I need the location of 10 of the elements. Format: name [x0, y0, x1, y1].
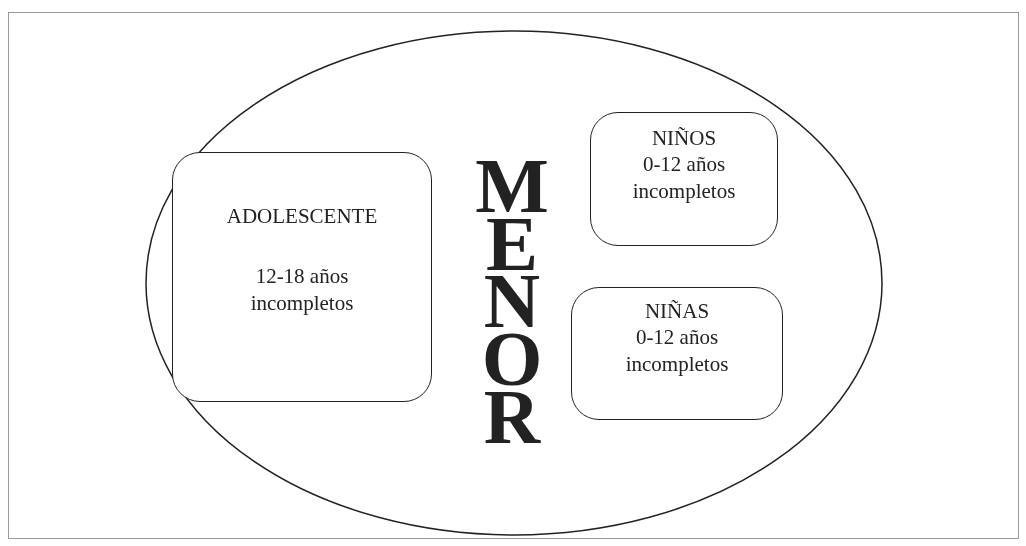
- age-range-text: 12-18 años incompletos: [249, 263, 355, 316]
- vertical-title: MENOR: [474, 157, 550, 446]
- rounded-box: [172, 152, 432, 402]
- age-range-text: 0-12 años incompletos: [624, 324, 730, 377]
- box-heading: ADOLESCENTE: [226, 203, 378, 230]
- box-heading: NIÑOS: [651, 125, 717, 152]
- age-range-text: 0-12 años incompletos: [631, 151, 737, 204]
- rounded-box: [590, 112, 778, 246]
- box-heading: NIÑAS: [644, 298, 710, 325]
- rounded-box: [571, 287, 783, 420]
